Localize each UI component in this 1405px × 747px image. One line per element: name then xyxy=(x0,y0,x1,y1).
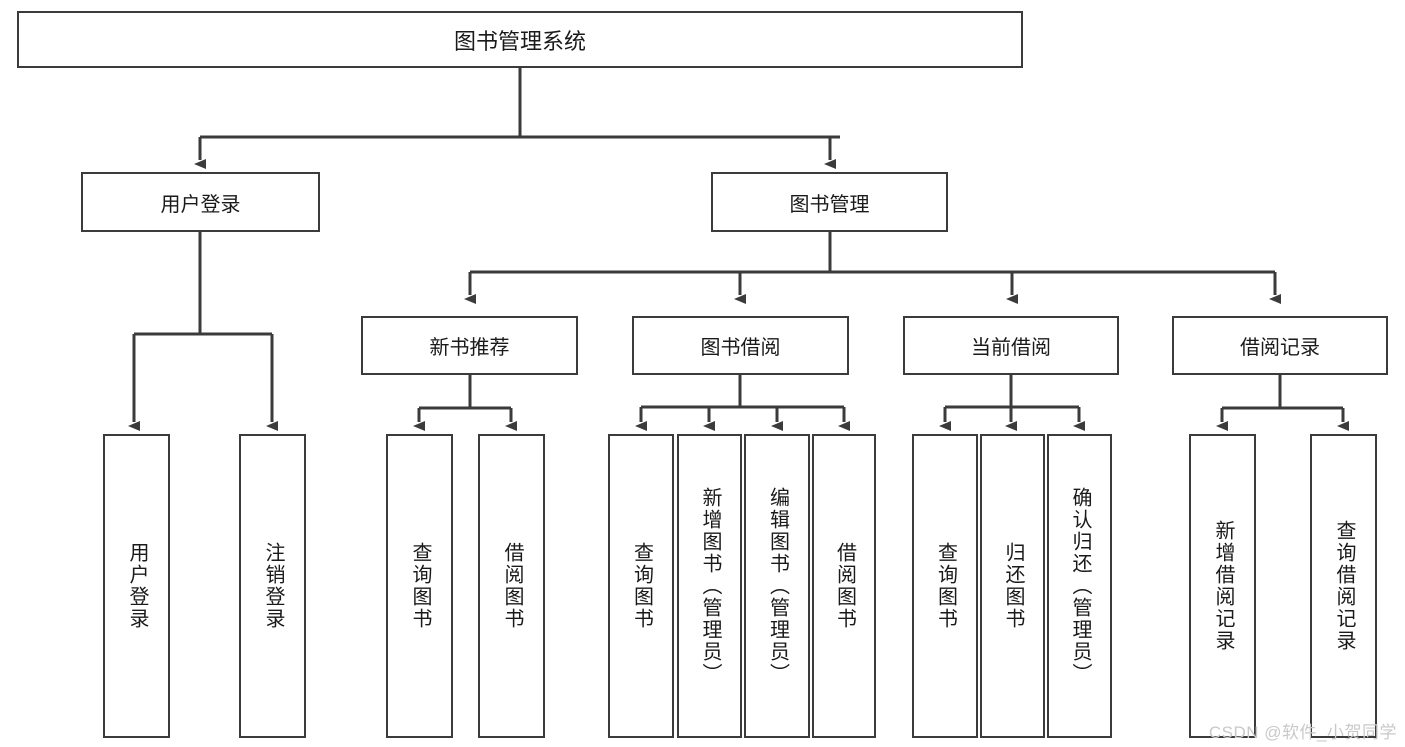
node-book-borrow-label: 图书借阅 xyxy=(700,337,781,359)
node-book-borrow[interactable]: 图书借阅 xyxy=(632,316,849,375)
node-user-login-label: 用户登录 xyxy=(160,193,241,216)
leaf-borrow-book-label: 借阅图书 xyxy=(833,542,856,630)
leaf-query-borrow-record[interactable]: 查询借阅记录 xyxy=(1310,434,1377,738)
leaf-add-borrow-record-label: 新增借阅记录 xyxy=(1212,520,1234,652)
watermark: CSDN @软件_小贺同学 xyxy=(1208,723,1397,742)
node-book-management[interactable]: 图书管理 xyxy=(711,172,948,232)
leaf-query-book-recommend[interactable]: 查询图书 xyxy=(386,434,453,738)
node-borrow-record[interactable]: 借阅记录 xyxy=(1172,316,1388,375)
node-new-book-recommend[interactable]: 新书推荐 xyxy=(361,316,578,375)
leaf-user-login-label: 用户登录 xyxy=(126,542,148,630)
leaf-confirm-return-admin[interactable]: 确认归还（管理员） xyxy=(1047,434,1112,738)
node-book-management-label: 图书管理 xyxy=(789,193,870,216)
leaf-borrow-book[interactable]: 借阅图书 xyxy=(812,434,876,738)
node-new-book-recommend-label: 新书推荐 xyxy=(429,337,510,359)
leaf-edit-book-admin[interactable]: 编辑图书（管理员） xyxy=(744,434,810,738)
leaf-return-book[interactable]: 归还图书 xyxy=(980,434,1045,738)
node-current-borrow-label: 当前借阅 xyxy=(971,337,1051,359)
leaf-confirm-return-admin-label: 确认归还（管理员） xyxy=(1069,487,1091,685)
leaf-add-borrow-record[interactable]: 新增借阅记录 xyxy=(1189,434,1256,738)
node-user-login[interactable]: 用户登录 xyxy=(81,172,320,232)
leaf-logout[interactable]: 注销登录 xyxy=(239,434,306,738)
leaf-return-book-label: 归还图书 xyxy=(1002,542,1024,630)
leaf-query-book-borrow[interactable]: 查询图书 xyxy=(608,434,674,738)
leaf-user-login[interactable]: 用户登录 xyxy=(103,434,170,738)
node-borrow-record-label: 借阅记录 xyxy=(1240,337,1320,359)
leaf-add-book-admin[interactable]: 新增图书（管理员） xyxy=(677,434,742,738)
leaf-query-book-current-label: 查询图书 xyxy=(934,542,957,630)
leaf-query-book-borrow-label: 查询图书 xyxy=(630,542,653,630)
leaf-query-book-current[interactable]: 查询图书 xyxy=(912,434,978,738)
leaf-add-book-admin-label: 新增图书（管理员） xyxy=(699,487,721,685)
node-current-borrow[interactable]: 当前借阅 xyxy=(903,316,1119,375)
leaf-logout-label: 注销登录 xyxy=(262,542,284,630)
leaf-query-book-recommend-label: 查询图书 xyxy=(409,542,431,630)
leaf-edit-book-admin-label: 编辑图书（管理员） xyxy=(766,487,789,685)
node-root-label: 图书管理系统 xyxy=(453,28,586,54)
node-root[interactable]: 图书管理系统 xyxy=(17,11,1023,68)
leaf-borrow-book-recommend[interactable]: 借阅图书 xyxy=(478,434,545,738)
leaf-borrow-book-recommend-label: 借阅图书 xyxy=(501,542,523,630)
leaf-query-borrow-record-label: 查询借阅记录 xyxy=(1333,520,1355,652)
